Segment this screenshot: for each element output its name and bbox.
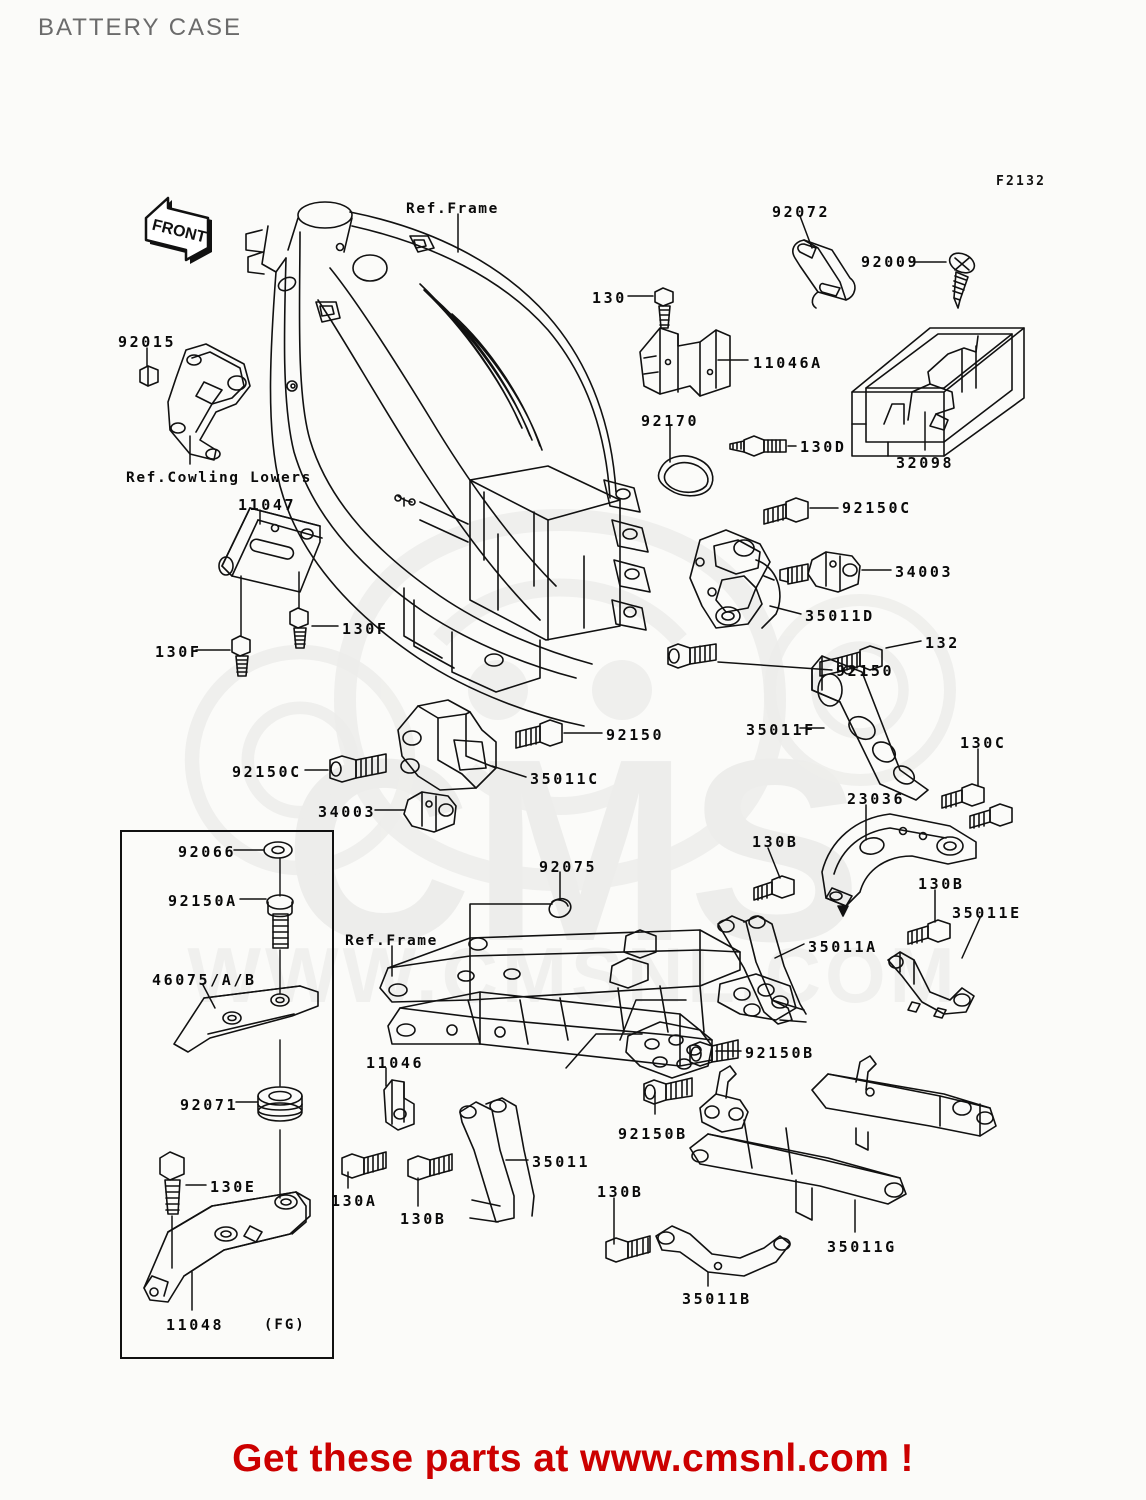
- part-label-ref-cowling: Ref.Cowling Lowers: [126, 470, 312, 486]
- battery-band-part: [792, 239, 976, 309]
- part-label-p-92150-mid: 92150: [606, 726, 665, 744]
- bracket-11047-part: [218, 507, 323, 677]
- cowling-lower-bracket-part: [139, 343, 251, 461]
- part-label-inset-fg: (FG): [264, 1317, 306, 1333]
- rails-35011G-part: [689, 1055, 997, 1221]
- hook-35011B-part: [605, 1225, 791, 1277]
- stand-35011-part: [407, 1097, 535, 1223]
- part-label-p-130E: 130E: [210, 1178, 257, 1196]
- part-label-p-130F-right: 130F: [342, 620, 389, 638]
- part-label-p-130A: 130A: [331, 1192, 378, 1210]
- part-label-p-92150C-mid: 92150C: [232, 763, 302, 781]
- part-label-p-130F-left: 130F: [155, 643, 202, 661]
- part-label-p-35011G: 35011G: [827, 1238, 897, 1256]
- rear-subframe-part: [379, 897, 797, 1079]
- part-label-p-92170: 92170: [641, 412, 700, 430]
- part-label-p-11048: 11048: [166, 1316, 225, 1334]
- part-label-p-130C: 130C: [960, 734, 1007, 752]
- battery-case-part: [851, 327, 1025, 457]
- main-frame-part: [245, 201, 651, 727]
- diagram-code: F2132: [996, 174, 1047, 189]
- part-label-p-11047: 11047: [238, 496, 297, 514]
- bracket-35011F-part: [811, 645, 929, 801]
- part-label-p-35011: 35011: [532, 1153, 591, 1171]
- part-label-p-34003-right: 34003: [895, 563, 954, 581]
- leader-lines: [146, 213, 981, 1311]
- part-label-p-11046: 11046: [366, 1054, 425, 1072]
- part-label-p-92150-right: 92150: [836, 662, 895, 680]
- part-label-p-92066: 92066: [178, 843, 237, 861]
- part-label-p-35011D: 35011D: [805, 607, 875, 625]
- part-label-p-130B-c: 130B: [597, 1183, 644, 1201]
- part-label-p-130: 130: [592, 289, 627, 307]
- part-label-p-92072: 92072: [772, 203, 831, 221]
- inset-detail-box: [120, 830, 334, 1359]
- part-label-p-92150C-top: 92150C: [842, 499, 912, 517]
- part-label-p-32098: 32098: [896, 454, 955, 472]
- page-title: BATTERY CASE: [38, 14, 243, 41]
- part-label-p-92009: 92009: [861, 253, 920, 271]
- part-label-p-35011A: 35011A: [808, 938, 878, 956]
- part-label-p-35011E: 35011E: [952, 904, 1022, 922]
- clip-35011E-part: [887, 919, 975, 1019]
- engine-mount-bracket-35011C: [329, 699, 563, 833]
- part-label-p-130B-a: 130B: [752, 833, 799, 851]
- part-label-p-92150B-a: 92150B: [745, 1044, 815, 1062]
- part-label-p-46075: 46075/A/B: [152, 971, 257, 989]
- part-label-p-35011B: 35011B: [682, 1290, 752, 1308]
- part-label-p-130D: 130D: [800, 438, 847, 456]
- part-label-p-130B-d: 130B: [400, 1210, 447, 1228]
- stay-23036-part: [821, 783, 1013, 917]
- part-label-ref-frame-bot: Ref.Frame: [345, 933, 438, 949]
- battery-holder-bracket-part: [639, 287, 787, 497]
- part-label-p-92150B-b: 92150B: [618, 1125, 688, 1143]
- engine-mount-bracket-35011D: [667, 497, 861, 669]
- part-label-p-132: 132: [925, 634, 960, 652]
- bracket-11046-part: [341, 1079, 415, 1179]
- part-label-p-34003-left: 34003: [318, 803, 377, 821]
- part-label-p-11046A: 11046A: [753, 354, 823, 372]
- part-label-p-92150A: 92150A: [168, 892, 238, 910]
- footer-promo-text: Get these parts at www.cmsnl.com !: [232, 1437, 914, 1480]
- part-label-p-92075: 92075: [539, 858, 598, 876]
- part-label-p-35011C: 35011C: [530, 770, 600, 788]
- part-label-p-92015: 92015: [118, 333, 177, 351]
- front-direction-badge: FRONT: [138, 192, 222, 268]
- part-label-p-23036: 23036: [847, 790, 906, 808]
- inset-assembly: [143, 841, 319, 1303]
- part-label-p-130B-b: 130B: [918, 875, 965, 893]
- part-label-p-35011F: 35011F: [746, 721, 816, 739]
- part-label-p-92071: 92071: [180, 1096, 239, 1114]
- part-label-ref-frame-top: Ref.Frame: [406, 201, 499, 217]
